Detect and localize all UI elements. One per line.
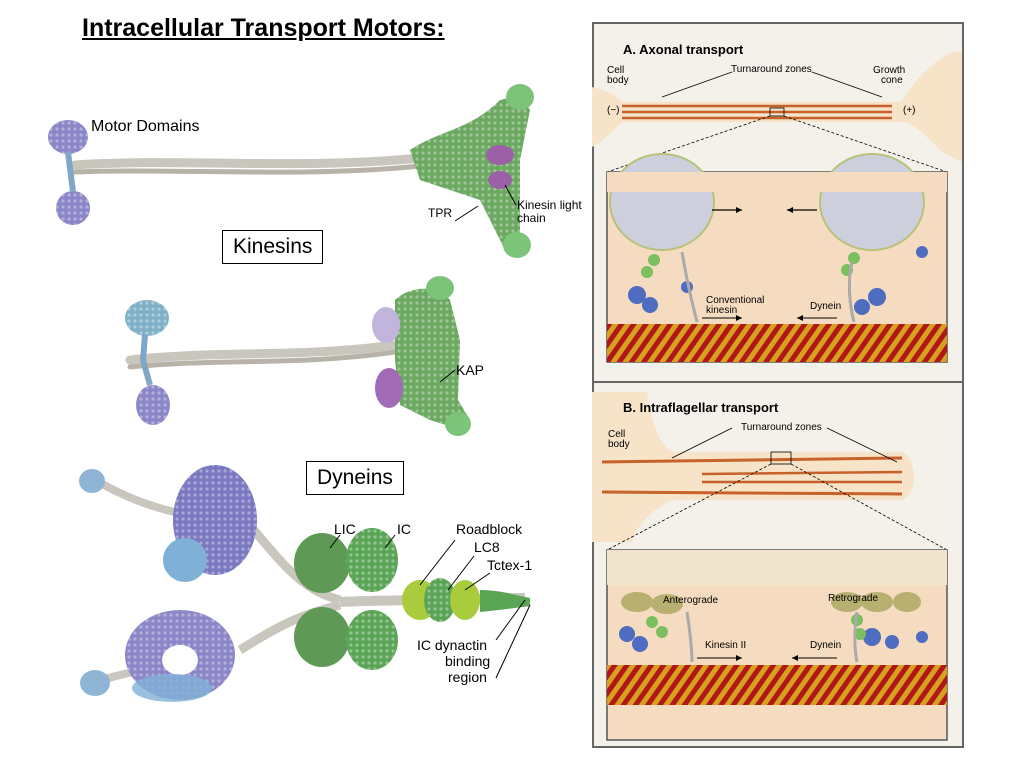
- kinesin-light-chain-label-line2: chain: [517, 211, 546, 225]
- motor-domains-label: Motor Domains: [91, 118, 200, 135]
- tpr-label: TPR: [428, 206, 452, 220]
- ic-dynactin-label-line3: region: [448, 669, 487, 685]
- panel-a-cell-body-line2: body: [607, 75, 629, 86]
- conventional-kinesin-label-line1: Conventional: [706, 295, 765, 306]
- panel-a-cell-body-line1: Cell: [607, 65, 625, 76]
- kap-label: KAP: [456, 362, 485, 378]
- ic-label: IC: [397, 521, 411, 537]
- panel-b-dynein-label: Dynein: [810, 640, 842, 651]
- panel-b-turnaround-zones: Turnaround zones: [741, 422, 822, 433]
- tctex-label: Tctex-1: [487, 557, 533, 573]
- roadblock-label: Roadblock: [456, 521, 523, 537]
- kinesin-ii-label: Kinesin II: [705, 640, 747, 651]
- lic-label: LIC: [334, 521, 356, 537]
- ic-dynactin-label-line1: IC dynactin: [417, 637, 488, 653]
- retrograde-label: Retrograde: [828, 593, 879, 604]
- panel-b-cell-body-line1: Cell: [608, 429, 626, 440]
- ic-dynactin-label-line2: binding: [445, 653, 491, 669]
- kinesins-box-label: Kinesins: [222, 230, 324, 264]
- dyneins-box-label: Dyneins: [306, 461, 404, 495]
- panel-a-dynein-label: Dynein: [810, 301, 842, 312]
- panel-a-minus-end: (−): [607, 105, 620, 116]
- panel-b-title: B. Intraflagellar transport: [623, 400, 779, 415]
- lc8-label: LC8: [474, 539, 500, 555]
- panel-a-turnaround-zones: Turnaround zones: [731, 64, 812, 75]
- kinesin-2-structure: [125, 276, 471, 436]
- panel-a-plus-end: (+): [903, 105, 916, 116]
- transport-figure-illustration: [592, 52, 962, 741]
- kinesin-light-chain-label-line1: Kinesin light: [517, 198, 582, 212]
- kinesin-1-structure: [48, 84, 534, 258]
- panel-a-title: A. Axonal transport: [623, 42, 744, 57]
- panel-a-growth-cone-line1: Growth: [873, 65, 906, 76]
- conventional-kinesin-label-line2: kinesin: [706, 305, 738, 316]
- panel-a-growth-cone-line2: cone: [881, 75, 903, 86]
- page-title: Intracellular Transport Motors:: [82, 14, 445, 42]
- panel-b-cell-body-line2: body: [608, 439, 630, 450]
- anterograde-label: Anterograde: [663, 595, 719, 606]
- dynein-structure: [79, 465, 530, 702]
- motor-protein-illustrations: [48, 84, 534, 702]
